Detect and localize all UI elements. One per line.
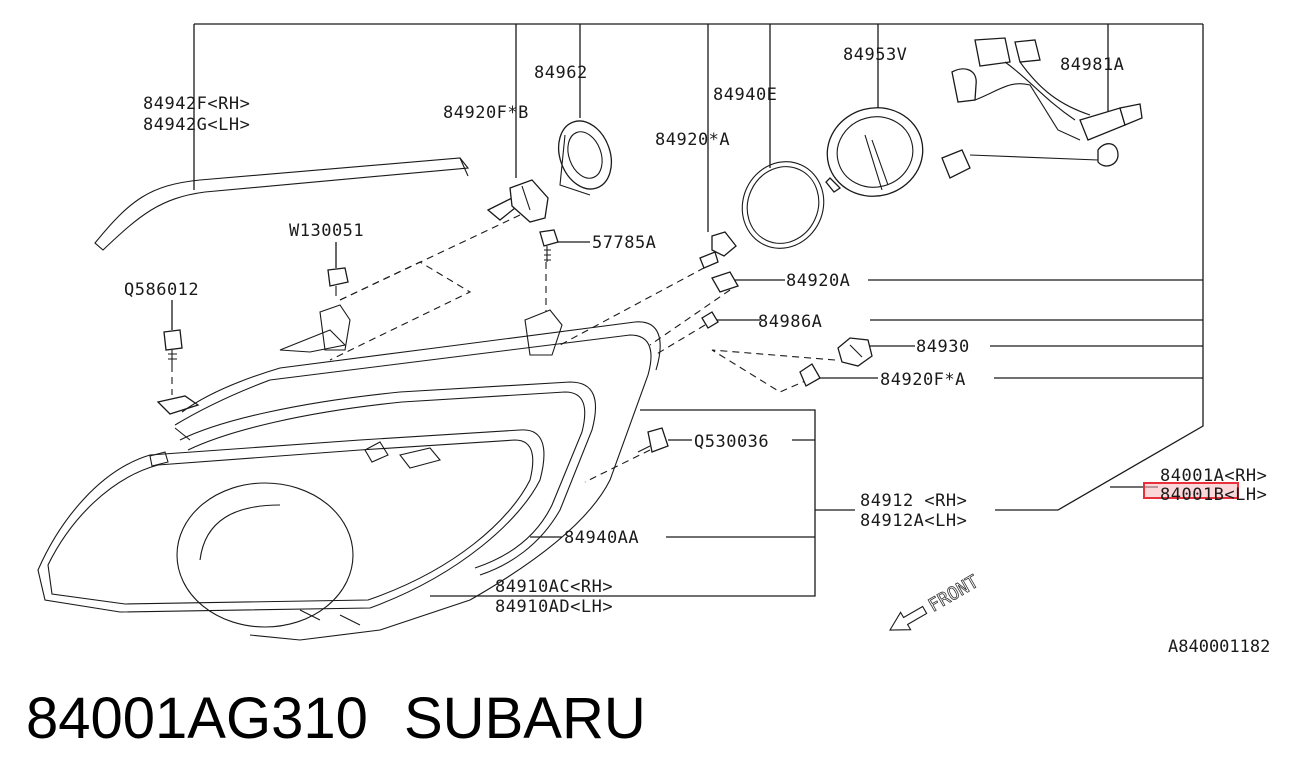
headlamp-assembly bbox=[37, 304, 661, 641]
socket-84930 bbox=[837, 337, 873, 367]
label-84942g: 84942G<LH> bbox=[143, 115, 250, 135]
label-84920fb: 84920F*B bbox=[443, 103, 529, 123]
label-84962: 84962 bbox=[534, 63, 588, 83]
label-84912a: 84912A<LH> bbox=[860, 511, 967, 531]
label-84930: 84930 bbox=[916, 337, 970, 357]
label-84910ad: 84910AD<LH> bbox=[495, 597, 613, 617]
label-84953v: 84953V bbox=[843, 45, 907, 65]
trim-strip bbox=[94, 157, 470, 251]
seal-84940e bbox=[741, 161, 825, 249]
caption: 84001AG310 SUBARU bbox=[26, 686, 646, 751]
leader-lines bbox=[171, 23, 1204, 597]
label-84001a: 84001A<RH> bbox=[1160, 466, 1267, 486]
label-84001b: 84001B<LH> bbox=[1160, 485, 1267, 505]
screw-57785a bbox=[539, 229, 559, 262]
highlight-box bbox=[1143, 482, 1239, 499]
label-q586012: Q586012 bbox=[124, 280, 199, 300]
bulb-84920a bbox=[711, 271, 739, 293]
part-number: 84001AG310 bbox=[26, 686, 368, 751]
screw-q530036 bbox=[637, 427, 669, 453]
label-84940e: 84940E bbox=[713, 85, 777, 105]
label-84986a: 84986A bbox=[758, 312, 822, 332]
bolt-q586012 bbox=[156, 329, 200, 415]
cover-84953v bbox=[825, 107, 924, 197]
bulb-84920fa bbox=[799, 363, 821, 387]
bulb-84920fb bbox=[486, 179, 549, 223]
front-arrow: FRONT bbox=[889, 571, 983, 631]
label-84981a: 84981A bbox=[1060, 55, 1124, 75]
part-labels: 84942F<RH> 84942G<LH> 84962 84920F*B 849… bbox=[124, 45, 1270, 657]
label-84910ac: 84910AC<RH> bbox=[495, 577, 613, 597]
label-84942f: 84942F<RH> bbox=[143, 94, 250, 114]
bulb-84920a-star bbox=[699, 231, 737, 269]
nut-w130051 bbox=[327, 267, 349, 296]
label-84920fa: 84920F*A bbox=[880, 370, 966, 390]
drawing-ref: A840001182 bbox=[1168, 637, 1270, 657]
socket-84986a bbox=[701, 311, 719, 329]
front-label: FRONT bbox=[925, 571, 983, 616]
label-84920a: 84920A bbox=[786, 271, 850, 291]
cap-84962 bbox=[557, 120, 613, 196]
label-84940aa: 84940AA bbox=[564, 528, 639, 548]
label-57785a: 57785A bbox=[592, 233, 656, 253]
label-84920a-star: 84920*A bbox=[655, 130, 730, 150]
assembly-dashed-lines bbox=[171, 214, 836, 483]
label-84912: 84912 <RH> bbox=[860, 491, 967, 511]
brand-name: SUBARU bbox=[404, 686, 646, 751]
label-q530036: Q530036 bbox=[694, 432, 769, 452]
label-w130051: W130051 bbox=[289, 221, 364, 241]
harness-84981a bbox=[941, 37, 1143, 179]
